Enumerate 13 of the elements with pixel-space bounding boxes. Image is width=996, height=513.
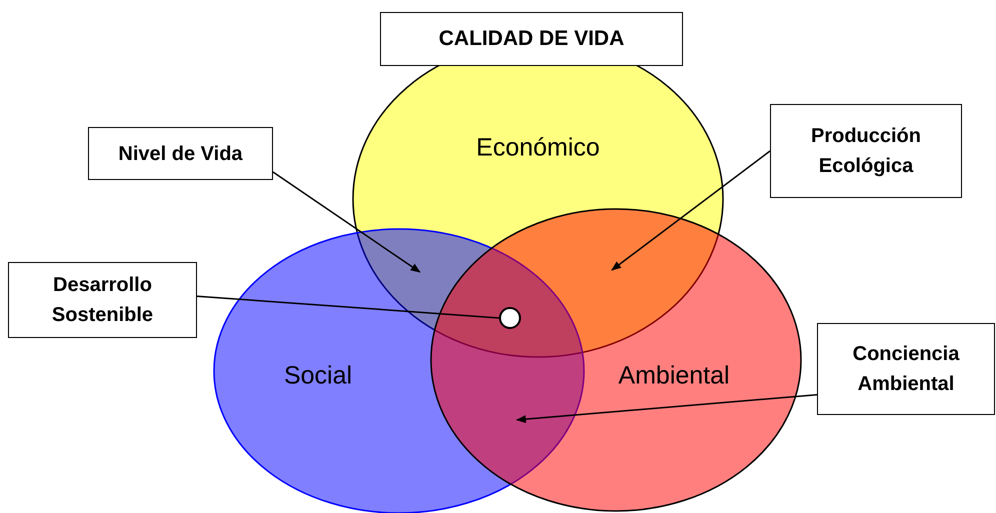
set-label: Ambiental <box>618 360 730 392</box>
callout-box: Desarrollo Sostenible <box>8 262 197 338</box>
callout-box: Conciencia Ambiental <box>817 323 995 415</box>
callout-box: Nivel de Vida <box>88 127 273 180</box>
leader-arrow <box>272 171 421 273</box>
set-label: Social <box>284 360 352 392</box>
title-box: CALIDAD DE VIDA <box>380 12 683 66</box>
point-marker <box>499 307 521 329</box>
callout-box: Producción Ecológica <box>770 104 962 198</box>
leader-line <box>196 295 500 319</box>
leader-arrow <box>611 150 770 271</box>
leader-arrow <box>516 394 818 424</box>
set-label: Económico <box>476 132 600 164</box>
